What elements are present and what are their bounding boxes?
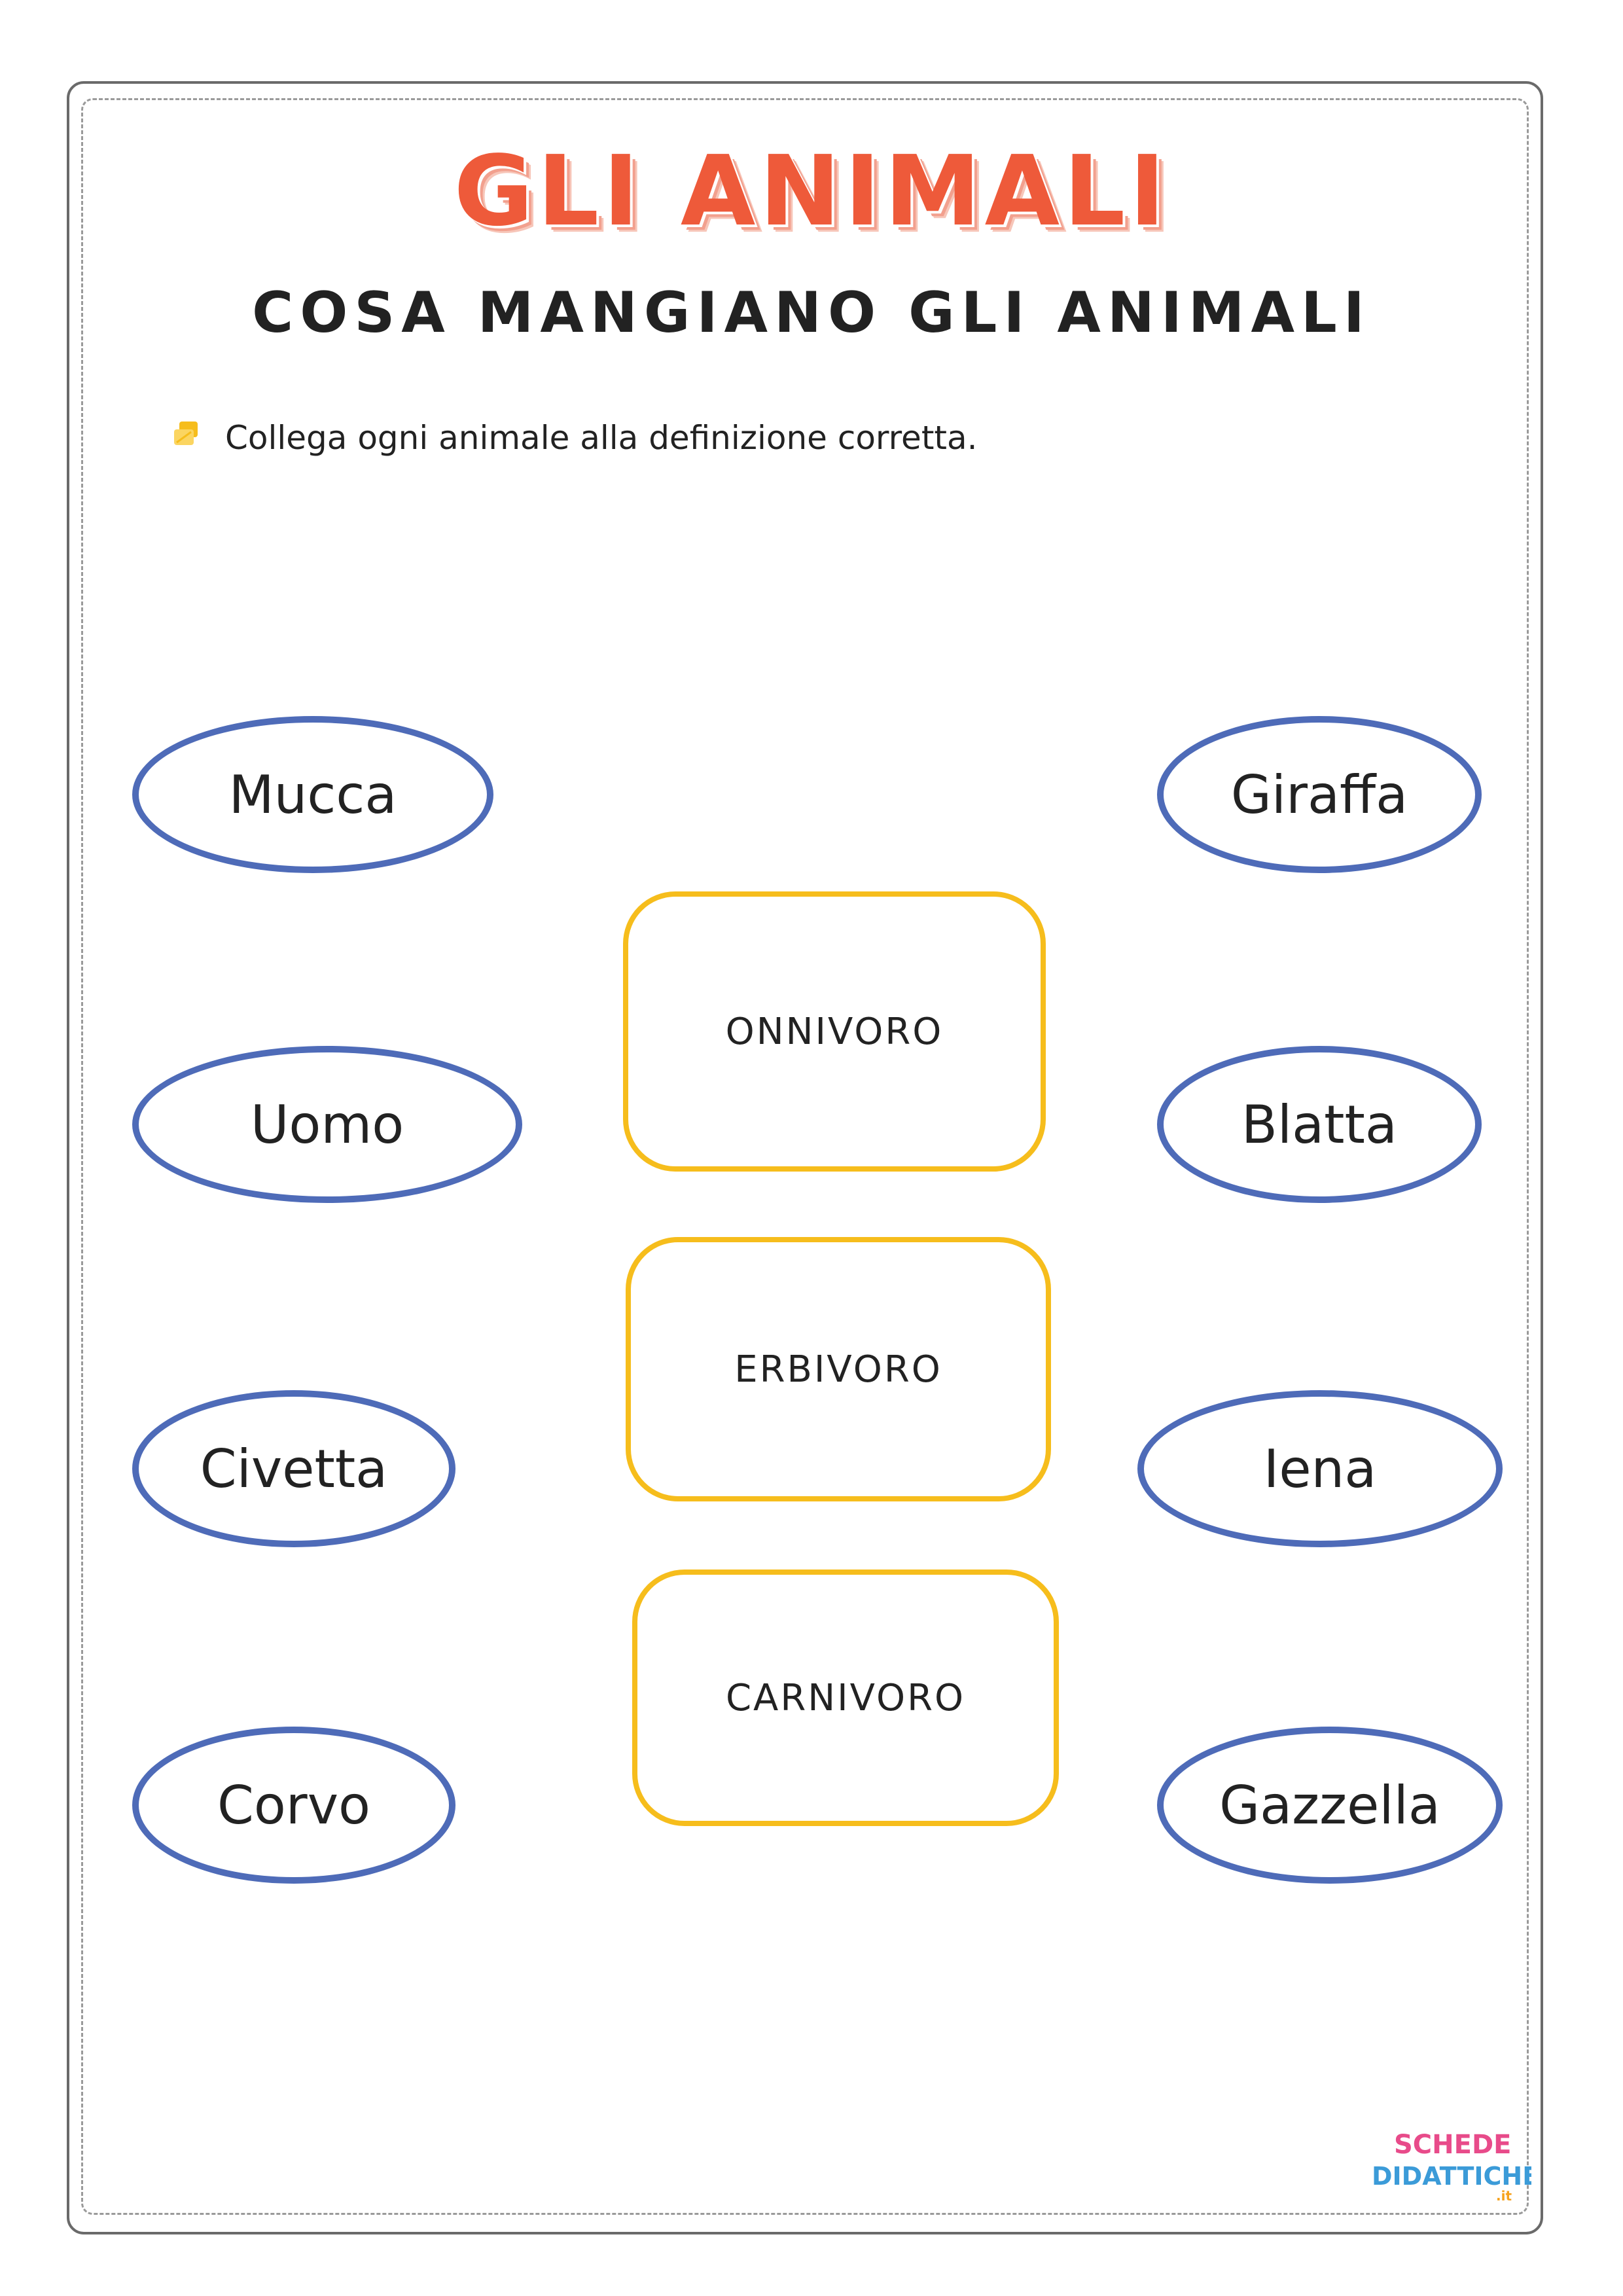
logo-line1: SCHEDE: [1394, 2130, 1512, 2160]
logo-suffix: .it: [1496, 2188, 1512, 2204]
category-label: CARNIVORO: [725, 1676, 966, 1719]
animal-oval-corvo[interactable]: Corvo: [132, 1727, 455, 1884]
category-label: ONNIVORO: [725, 1010, 944, 1053]
animal-oval-civetta[interactable]: Civetta: [132, 1390, 455, 1547]
category-box-onnivoro[interactable]: ONNIVORO: [623, 891, 1046, 1172]
schede-didattiche-logo: SCHEDE DIDATTICHE .it: [1372, 2130, 1531, 2204]
animal-oval-mucca[interactable]: Mucca: [132, 716, 493, 873]
animal-label: Civetta: [200, 1438, 388, 1499]
animal-oval-blatta[interactable]: Blatta: [1157, 1046, 1482, 1203]
animal-label: Giraffa: [1230, 764, 1408, 825]
category-label: ERBIVORO: [734, 1348, 942, 1391]
animal-label: Uomo: [250, 1094, 404, 1155]
category-box-carnivoro[interactable]: CARNIVORO: [632, 1570, 1059, 1826]
page-border: [67, 81, 1543, 2234]
animal-label: Gazzella: [1219, 1774, 1440, 1836]
logo-line2: DIDATTICHE: [1372, 2162, 1531, 2191]
page-border-dashed: [81, 98, 1529, 2215]
animal-label: Blatta: [1241, 1094, 1397, 1155]
category-box-erbivoro[interactable]: ERBIVORO: [626, 1237, 1051, 1501]
animal-label: Iena: [1263, 1438, 1377, 1499]
instruction-text: Collega ogni animale alla definizione co…: [225, 419, 978, 457]
animal-oval-uomo[interactable]: Uomo: [132, 1046, 522, 1203]
page-subtitle: COSA MANGIANO GLI ANIMALI: [252, 280, 1371, 346]
animal-label: Corvo: [217, 1774, 370, 1836]
animal-label: Mucca: [228, 764, 397, 825]
pencil-note-icon: [174, 422, 198, 445]
animal-oval-giraffa[interactable]: Giraffa: [1157, 716, 1482, 873]
page-title: GLI ANIMALI: [454, 135, 1169, 247]
animal-oval-iena[interactable]: Iena: [1137, 1390, 1503, 1547]
animal-oval-gazzella[interactable]: Gazzella: [1157, 1727, 1503, 1884]
